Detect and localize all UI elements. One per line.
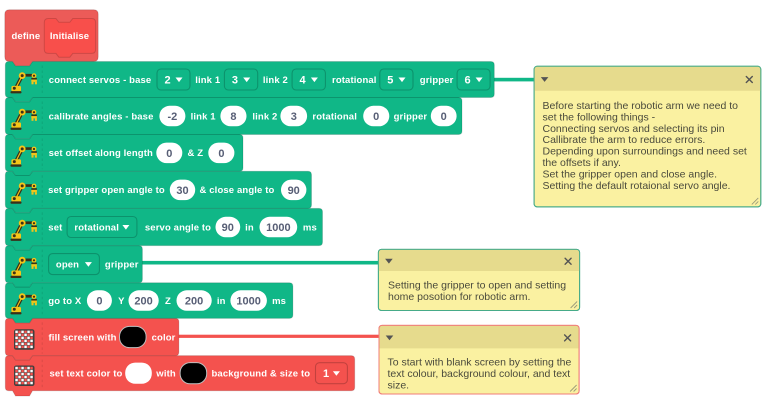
svg-text:90: 90 [222,222,234,234]
svg-text:link 2: link 2 [263,75,288,86]
svg-text:Z: Z [165,296,171,307]
svg-text:3: 3 [291,111,297,123]
svg-text:Setting the default rotaional: Setting the default rotaional servo angl… [543,180,731,192]
svg-text:Y: Y [118,296,125,307]
svg-text:set gripper open angle to: set gripper open angle to [48,185,165,196]
svg-text:rotational: rotational [332,75,377,86]
svg-text:set text color to: set text color to [50,369,123,380]
svg-text:& close angle to: & close angle to [200,185,275,196]
svg-text:-2: -2 [168,111,178,123]
svg-text:ms: ms [303,222,317,233]
svg-text:link 1: link 1 [195,75,221,86]
svg-text:Connecting servos and selectin: Connecting servos and selecting its pin [543,123,725,135]
svg-text:the offsets if any.: the offsets if any. [543,157,621,169]
svg-text:0: 0 [441,111,447,123]
svg-text:200: 200 [185,296,203,308]
svg-text:rotational: rotational [74,222,119,233]
svg-text:0: 0 [96,296,102,308]
svg-text:6: 6 [465,75,471,87]
svg-text:3: 3 [232,75,238,87]
svg-text:1000: 1000 [236,296,260,308]
svg-text:90: 90 [288,185,300,197]
svg-text:in: in [217,296,226,307]
svg-text:ms: ms [272,296,286,307]
svg-text:background & size to: background & size to [212,369,311,380]
svg-text:calibrate angles - base: calibrate angles - base [49,111,154,122]
svg-text:set offset along length: set offset along length [49,148,153,159]
svg-text:Initialise: Initialise [50,31,89,42]
svg-text:8: 8 [230,111,236,123]
svg-text:gripper: gripper [420,75,454,86]
svg-text:Before starting the robotic ar: Before starting the robotic arm we need … [543,100,739,112]
svg-text:color: color [152,332,176,343]
svg-text:connect servos - base: connect servos - base [49,75,152,86]
svg-text:& Z: & Z [188,148,204,159]
svg-text:Setting the gripper to open an: Setting the gripper to open and setting [388,279,566,291]
svg-text:1: 1 [323,368,329,380]
svg-text:Depending upon surroundings an: Depending upon surroundings and need set [543,146,747,158]
svg-text:0: 0 [166,148,172,160]
svg-text:200: 200 [134,296,152,308]
svg-text:rotational: rotational [312,111,357,122]
svg-text:set: set [48,222,63,233]
svg-text:5: 5 [387,75,393,87]
svg-text:gripper: gripper [394,111,428,122]
svg-text:To start with blank screen by: To start with blank screen by setting th… [388,357,572,369]
svg-text:1000: 1000 [266,222,290,234]
svg-text:home posotion for robotic arm.: home posotion for robotic arm. [388,291,530,303]
svg-text:fill screen with: fill screen with [49,332,117,343]
svg-text:with: with [155,369,176,380]
svg-text:define: define [12,31,41,42]
svg-text:Set the gripper open and close: Set the gripper open and close angle. [543,168,718,180]
svg-text:servo angle to: servo angle to [145,222,211,233]
svg-text:link 2: link 2 [252,111,277,122]
svg-text:Callibrate the arm to reduce e: Callibrate the arm to reduce errors. [543,134,706,146]
svg-text:0: 0 [218,148,224,160]
svg-text:set the following things -: set the following things - [543,111,656,123]
svg-text:2: 2 [164,75,170,87]
svg-text:go to X: go to X [48,296,82,307]
svg-text:link 1: link 1 [191,111,217,122]
svg-text:gripper: gripper [105,260,139,271]
svg-text:0: 0 [373,111,379,123]
svg-text:open: open [56,260,79,271]
svg-text:30: 30 [176,185,188,197]
svg-text:size.: size. [388,380,410,392]
svg-text:in: in [245,222,254,233]
svg-text:text colour, background colour: text colour, background colour, and text [388,368,571,380]
svg-text:4: 4 [300,75,307,87]
